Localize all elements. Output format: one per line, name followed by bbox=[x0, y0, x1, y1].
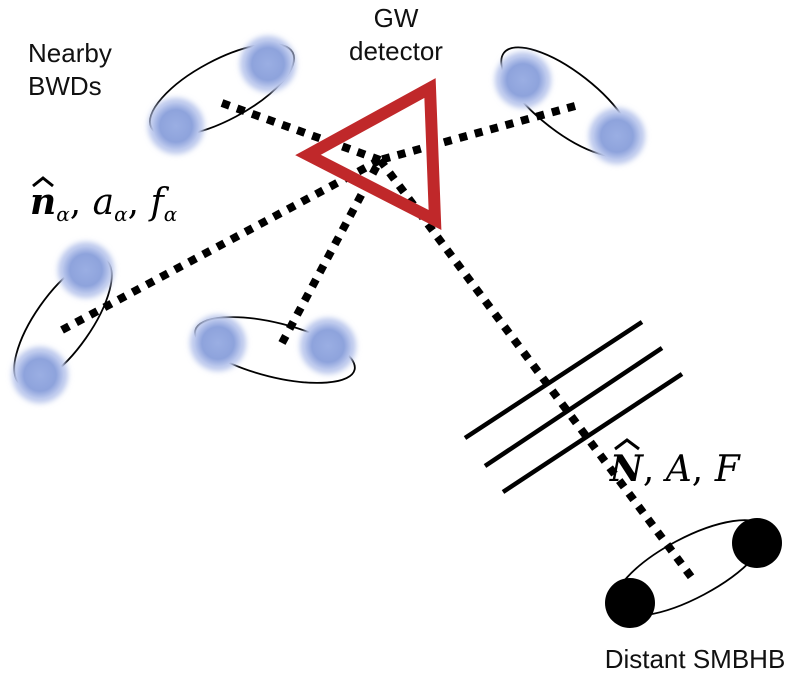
wavefront-1 bbox=[463, 320, 644, 440]
bwd-param-a-sub: α bbox=[114, 202, 128, 226]
los-top-left bbox=[220, 99, 382, 164]
bwd-param-f-sub: α bbox=[164, 202, 178, 226]
bwd-label-line1: Nearby bbox=[28, 38, 112, 68]
bwd-orbits bbox=[13, 43, 768, 617]
bwd-star bbox=[17, 352, 63, 398]
bwd-param-sep-1: , bbox=[70, 182, 93, 223]
bwd-param-n-hat bbox=[32, 176, 54, 188]
wavefront-3 bbox=[501, 372, 684, 494]
smbhb-param-N: N bbox=[609, 448, 645, 490]
svg-text:N, A, F: N, A, F bbox=[609, 448, 742, 490]
bwd-param-sep-2: , bbox=[128, 182, 151, 223]
black-hole bbox=[605, 578, 655, 628]
detector-label-line1: GW bbox=[374, 3, 419, 33]
smbhb-param-sep-1: , bbox=[643, 449, 666, 490]
smbhb-label: Distant SMBHB bbox=[605, 644, 786, 674]
smbhb-param-sep-2: , bbox=[692, 449, 715, 490]
bwd-param-n: n bbox=[30, 181, 56, 223]
los-top-right bbox=[378, 102, 577, 164]
bwd-stars bbox=[12, 36, 645, 403]
bwd-parameters: nα, aα, fα bbox=[30, 176, 178, 226]
bwd-star bbox=[153, 103, 199, 149]
bwd-star bbox=[195, 320, 241, 366]
los-middle bbox=[278, 158, 384, 345]
bwd-star bbox=[245, 41, 291, 87]
bwd-star bbox=[305, 323, 351, 369]
bwd-star bbox=[63, 247, 109, 293]
smbhb-black-holes bbox=[605, 518, 782, 628]
smbhb-param-N-hat bbox=[614, 438, 640, 451]
wavefront-2 bbox=[483, 346, 664, 468]
smbhb-parameters: N, A, F bbox=[609, 438, 742, 490]
wavefronts bbox=[463, 320, 684, 494]
los-smbhb bbox=[376, 157, 699, 585]
los-left bbox=[60, 156, 382, 334]
bwd-param-a: a bbox=[93, 182, 114, 223]
gw-detector-triangle bbox=[295, 78, 442, 231]
smbhb-param-F: F bbox=[714, 449, 742, 490]
detector-label-line2: detector bbox=[349, 36, 443, 66]
lines-of-sight bbox=[60, 99, 699, 585]
bwd-param-n-sub: α bbox=[56, 202, 70, 226]
bwd-label-line2: BWDs bbox=[28, 71, 102, 101]
black-hole bbox=[732, 518, 782, 568]
svg-text:nα, aα, fα: nα, aα, fα bbox=[30, 181, 178, 226]
smbhb-param-A: A bbox=[663, 449, 692, 490]
bwd-star bbox=[594, 113, 640, 159]
bwd-star bbox=[500, 57, 546, 103]
